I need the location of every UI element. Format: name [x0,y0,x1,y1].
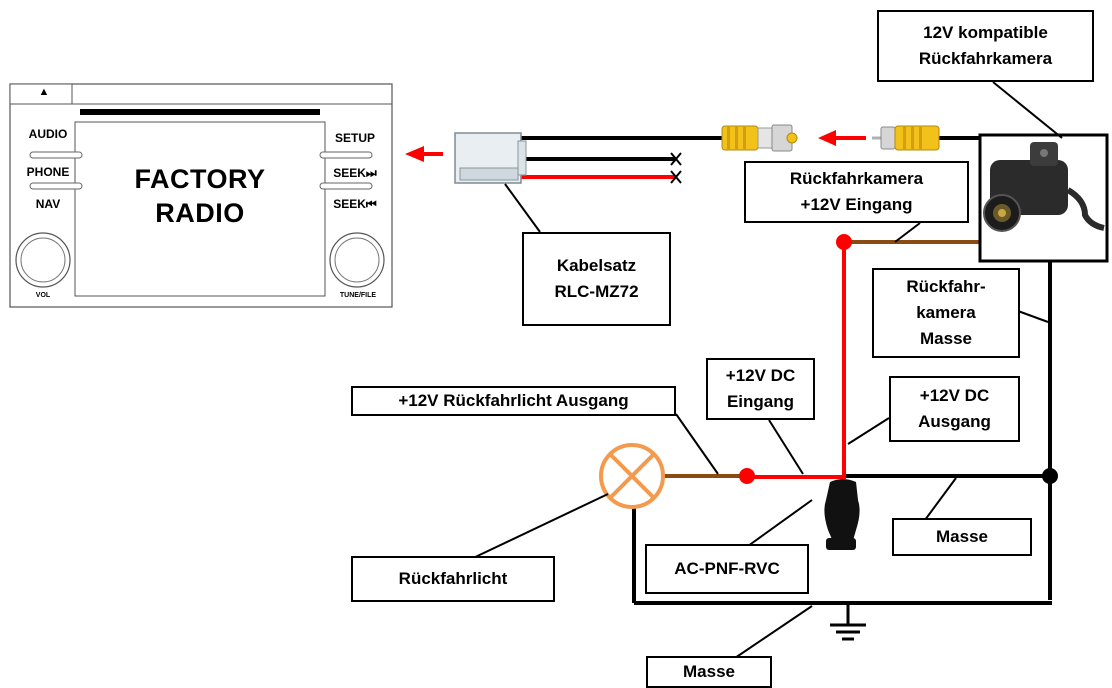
label-reverse-light: Rückfahrlicht [351,556,555,602]
label-camera-power-in: Rückfahrkamera +12V Eingang [744,161,969,223]
harness-connector [454,132,527,184]
junction-dot [836,234,852,250]
tune-label: TUNE/FILE [339,292,377,299]
setup-button[interactable]: SETUP [334,131,375,145]
label-camera-ground: Rückfahr- kamera Masse [872,268,1020,358]
cut-mark-icon [670,152,682,184]
seek-forward-button[interactable]: SEEK⏭ [333,166,377,180]
reverse-light-lamp-icon [599,443,665,509]
label-ground-right: Masse [892,518,1032,556]
seek-back-button[interactable]: SEEK⏮ [333,197,377,211]
camera-image [978,133,1109,263]
wires [520,136,1052,625]
junction-dot [739,468,755,484]
audio-button[interactable]: AUDIO [28,127,68,141]
screen-title-line1: FACTORY [134,164,266,194]
factory-radio [9,83,393,308]
screen-title-line2: RADIO [155,198,245,228]
label-dc-out: +12V DC Ausgang [889,376,1020,442]
rca-plug-male [872,125,940,151]
eject-icon[interactable]: ▲ [38,86,50,98]
arrow-left-icon [405,146,443,162]
vol-label: VOL [35,292,51,299]
label-module: AC-PNF-RVC [645,544,809,594]
label-harness: Kabelsatz RLC-MZ72 [522,232,671,326]
ground-symbol [830,623,866,641]
arrow-left-icon [818,130,866,146]
label-ground-bottom: Masse [646,656,772,688]
leader-lines [468,81,1063,659]
nav-button[interactable]: NAV [35,197,61,211]
junction-dot [1042,468,1058,484]
label-camera: 12V kompatible Rückfahrkamera [877,10,1094,82]
phone-button[interactable]: PHONE [26,165,70,179]
label-dc-in: +12V DC Eingang [706,358,815,420]
module-ac-pnf-rvc [824,479,860,550]
label-reverse-light-out: +12V Rückfahrlicht Ausgang [351,386,676,416]
rca-plug-female [721,124,798,152]
